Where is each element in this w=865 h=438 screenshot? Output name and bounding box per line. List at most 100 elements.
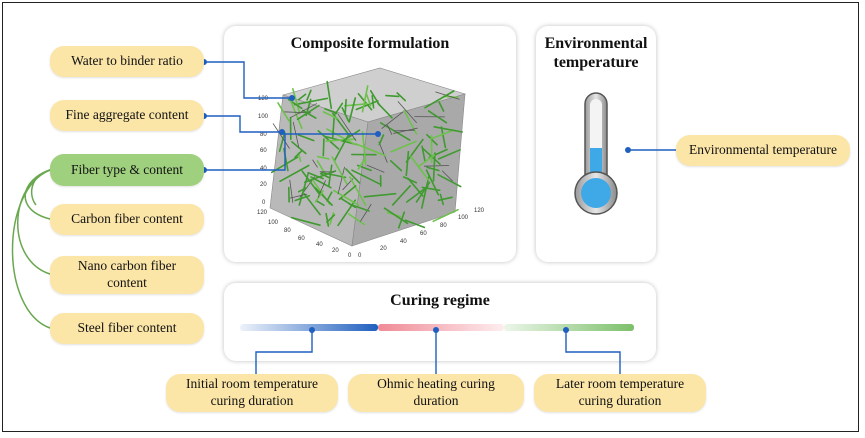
fiber-strand [405, 185, 429, 203]
fiber-strand [360, 203, 372, 222]
fiber-strand [326, 80, 333, 110]
fiber-strand [378, 141, 388, 163]
fiber-strand [345, 168, 361, 184]
fiber-strand [291, 88, 301, 115]
later-curing-connector [565, 330, 621, 374]
nano-carbon-fiber-pill: Nano carbon fiber content [50, 256, 204, 294]
fiber-strand [393, 129, 415, 132]
cube-tick: 100 [258, 114, 269, 120]
fiber-strand [441, 170, 453, 182]
fiber-strand [288, 97, 303, 129]
later-curing-pill: Later room temperature curing duration [534, 374, 706, 412]
fiber-strand [307, 171, 324, 180]
fiber-strand [371, 95, 375, 109]
fiber-strand [437, 173, 462, 188]
fiber-strand [301, 170, 321, 195]
cube-tick: 40 [260, 166, 267, 172]
fiber-strand [389, 160, 403, 172]
fiber-strand [272, 123, 290, 149]
ohmic-curing-segment [378, 324, 504, 331]
cube-tick: 100 [458, 215, 469, 221]
fiber-strand [316, 160, 325, 173]
fiber-strands [270, 80, 464, 229]
fiber-strand [435, 91, 460, 100]
fiber-strand [327, 164, 333, 187]
fiber-strand [409, 155, 430, 181]
fiber-strand [429, 129, 456, 140]
fiber-strand [297, 93, 307, 101]
fiber-subtype-brackets [11, 169, 51, 329]
fiber-strand [385, 94, 400, 98]
fiber-strand [294, 149, 303, 159]
fiber-strand [344, 98, 347, 115]
fiber-strand [290, 216, 321, 226]
fiber-strand [425, 169, 440, 196]
fiber-strand [404, 219, 426, 229]
fiber-strand [319, 172, 330, 179]
fiber-strand [314, 187, 333, 206]
fiber-strand [381, 111, 404, 129]
fiber-strand [423, 165, 450, 167]
fiber-strand [322, 138, 325, 157]
curing-gradient-bar [240, 324, 634, 331]
fiber-strand [303, 192, 321, 216]
fiber-strand [337, 166, 345, 195]
fiber-strand [378, 134, 385, 146]
cube-tick: 120 [258, 96, 269, 102]
fiber-strand [351, 169, 382, 186]
environmental-temperature-pill: Environmental temperature [676, 135, 850, 166]
fiber-strand [341, 107, 350, 122]
fiber-strand [315, 199, 325, 206]
cube-axis-ticks: 120 100 80 60 40 20 0 120 100 80 60 40 2… [257, 96, 485, 259]
initial-curing-pill: Initial room temperature curing duration [166, 374, 338, 412]
fiber-strand [420, 176, 430, 209]
fiber-strand [292, 121, 300, 148]
cube-tick: 0 [262, 200, 266, 206]
fiber-strand [320, 171, 347, 179]
fiber-strand [405, 138, 424, 163]
fiber-strand [391, 185, 412, 206]
fiber-strand [326, 128, 356, 146]
cube-tick: 120 [257, 210, 268, 216]
fiber-strand [383, 207, 409, 225]
fiber-strand [426, 166, 440, 172]
fiber-strand [437, 149, 461, 160]
fiber-strand [325, 212, 330, 227]
cube-tick: 80 [260, 132, 267, 138]
fiber-strand [347, 213, 366, 226]
thermometer-icon [574, 92, 618, 215]
curing-regime-panel: Curing regime [224, 283, 656, 361]
cube-tick: 0 [358, 253, 362, 259]
fiber-strand [363, 192, 397, 198]
fiber-strand [361, 85, 369, 113]
ohmic-curing-pill: Ohmic heating curing duration [348, 374, 524, 412]
fiber-strand [296, 104, 320, 121]
cube-tick: 20 [332, 248, 339, 254]
fiber-strand [332, 189, 360, 206]
fiber-strand [279, 164, 310, 183]
steel-fiber-pill: Steel fiber content [50, 313, 204, 344]
cube-tick: 40 [316, 242, 323, 248]
composite-formulation-title: Composite formulation [290, 35, 450, 52]
cube-tick: 60 [420, 231, 427, 237]
fiber-strand [337, 113, 357, 142]
fiber-strand [438, 101, 445, 112]
fiber-strand [312, 159, 318, 168]
cube-tick: 80 [440, 223, 447, 229]
fiber-strand [293, 97, 329, 106]
fiber-strand [289, 179, 294, 203]
fiber-strand [348, 97, 357, 123]
fiber-strand [337, 199, 357, 227]
carbon-fiber-pill: Carbon fiber content [50, 204, 204, 235]
cube-tick: 60 [298, 236, 305, 242]
fiber-strand [326, 191, 333, 202]
fiber-strand [432, 208, 459, 223]
cube-tick: 20 [260, 182, 267, 188]
cube-tick: 80 [284, 228, 291, 234]
water-binder-ratio-pill: Water to binder ratio [50, 46, 204, 77]
fiber-strand [390, 140, 417, 153]
fiber-strand [387, 124, 393, 135]
fiber-strand [365, 92, 372, 107]
fiber-strand [297, 134, 315, 142]
fiber-strand [290, 103, 318, 118]
